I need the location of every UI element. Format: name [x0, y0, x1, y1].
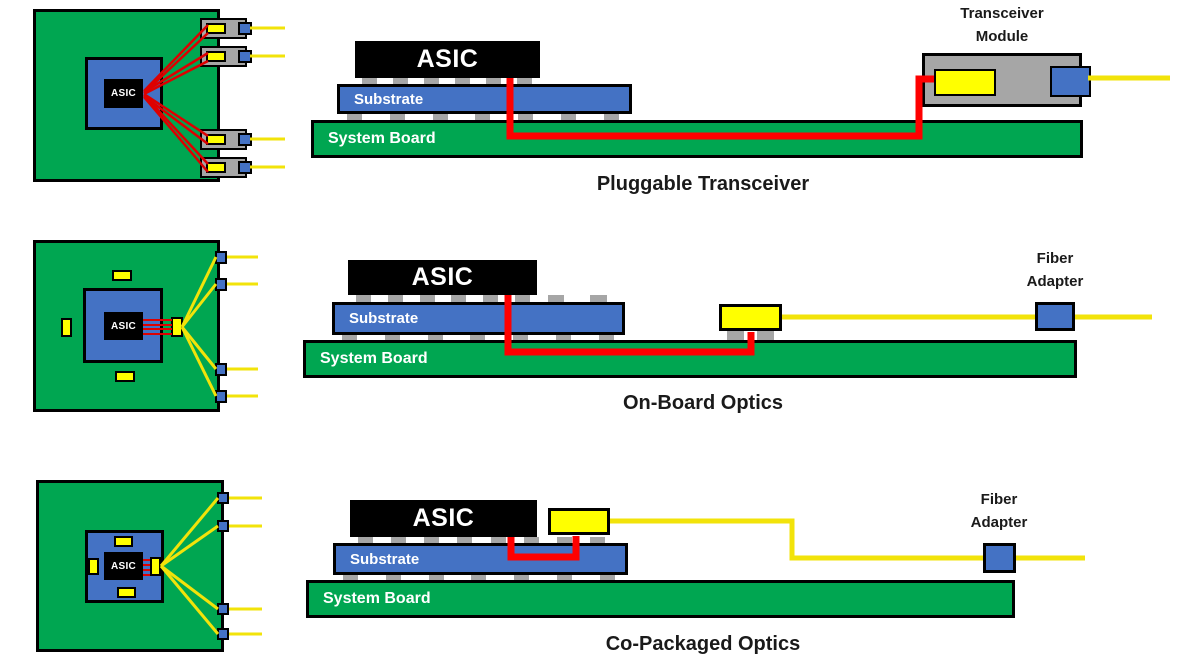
copackaged-system-board: System Board [306, 580, 1015, 618]
optical-engine [206, 51, 226, 62]
pluggable-topview-asic: ASIC [104, 79, 143, 108]
optical-engine-bottom [115, 371, 135, 382]
optical-engine-left [61, 318, 72, 337]
pluggable-asic: ASIC [355, 41, 540, 78]
onboard-fiber-adapter [1035, 302, 1075, 331]
pluggable-topview-fibers [250, 26, 285, 169]
transceiver-module [922, 53, 1091, 107]
fiber-connector [215, 363, 227, 376]
transceiver-module-label-line1: Transceiver [960, 5, 1044, 22]
fiber-adapter-label-line1: Fiber [980, 491, 1018, 508]
onboard-optical-engine [719, 304, 782, 331]
fiber-connector [238, 133, 252, 146]
copackaged-fiber-adapter [983, 543, 1016, 573]
onboard-asic: ASIC [348, 260, 537, 295]
pluggable-caption: Pluggable Transceiver [596, 173, 810, 195]
copackaged-optical-engine [548, 508, 610, 535]
fiber-adapter-label-line1: Fiber [1036, 250, 1074, 267]
substrate-label: Substrate [349, 310, 419, 327]
fiber-connector [238, 161, 252, 174]
onboard-system-board: System Board [303, 340, 1077, 378]
fiber-adapter-label-line2: Adapter [970, 513, 1028, 531]
fiber-connector [217, 603, 229, 615]
fiber-connector [238, 50, 252, 63]
pluggable-module-2 [200, 46, 252, 67]
onboard-caption: On-Board Optics [622, 392, 783, 414]
system-board-label: System Board [320, 350, 428, 367]
optical-engine-right [171, 317, 183, 337]
pluggable-module-1 [200, 18, 252, 39]
optical-engine-top [114, 536, 133, 547]
copackaged-topview-asic: ASIC [104, 552, 143, 580]
optical-engine [934, 69, 996, 96]
fiber-connector [217, 520, 229, 532]
solder-bumps [356, 295, 530, 302]
transceiver-module-label-line2: Module [975, 27, 1029, 45]
copackaged-caption: Co-Packaged Optics [605, 633, 801, 655]
onboard-topview-asic: ASIC [104, 312, 143, 340]
fiber-adapter-label: Fiber Adapter [1005, 248, 1105, 293]
copackaged-substrate: Substrate [333, 543, 628, 575]
fiber-connector [238, 22, 252, 35]
asic-label: ASIC [110, 88, 137, 99]
fiber-adapter-label: Fiber Adapter [949, 489, 1049, 534]
asic-label: ASIC [412, 504, 475, 532]
system-board-label: System Board [328, 130, 436, 147]
optical-engine-right [150, 557, 161, 576]
fiber-connector [215, 278, 227, 291]
fiber-connector [217, 628, 229, 640]
optical-engine-left [88, 558, 99, 575]
solder-bumps [343, 575, 615, 580]
solder-bump [757, 331, 774, 340]
system-board-label: System Board [323, 590, 431, 607]
substrate-label: Substrate [350, 550, 420, 568]
solder-bump [548, 295, 564, 302]
asic-label: ASIC [110, 560, 137, 572]
asic-label: ASIC [110, 320, 137, 332]
pluggable-module-3 [200, 129, 252, 150]
optical-engine-top [112, 270, 132, 281]
transceiver-module-label: Transceiver Module [902, 3, 1102, 48]
solder-bump [590, 295, 607, 302]
optical-engine [206, 23, 226, 34]
optical-engine-bottom [117, 587, 136, 598]
pluggable-system-board: System Board [311, 120, 1083, 158]
optical-engine [206, 162, 226, 173]
asic-label: ASIC [411, 263, 474, 291]
fiber-adapter-label-line2: Adapter [1026, 272, 1084, 290]
onboard-substrate: Substrate [332, 302, 625, 335]
asic-label: ASIC [416, 45, 479, 73]
solder-bump [727, 331, 744, 340]
fiber-connector [215, 390, 227, 403]
pluggable-substrate: Substrate [337, 84, 632, 114]
copackaged-asic: ASIC [350, 500, 537, 537]
fiber-connector [1050, 66, 1091, 97]
fiber-connector [217, 492, 229, 504]
pluggable-module-4 [200, 157, 252, 178]
optical-engine [206, 134, 226, 145]
substrate-label: Substrate [354, 90, 424, 108]
fiber-connector [215, 251, 227, 264]
